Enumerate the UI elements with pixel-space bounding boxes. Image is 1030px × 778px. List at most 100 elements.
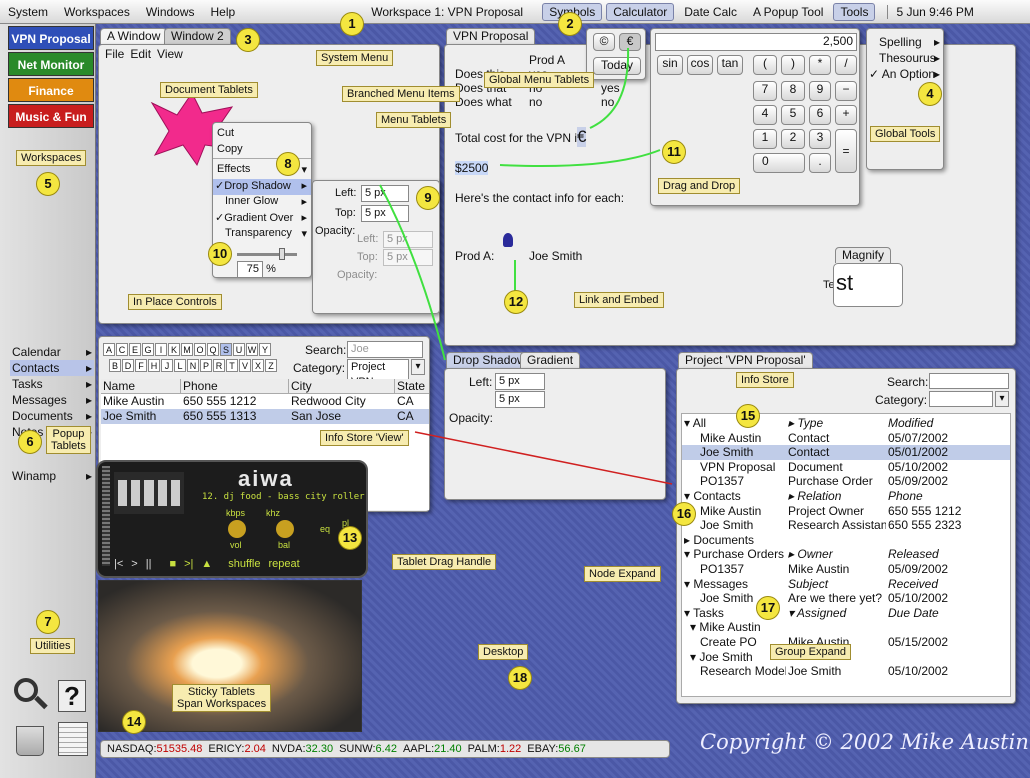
key-3[interactable]: 3 (809, 129, 831, 149)
workspace-net-monitor[interactable]: Net Monitor (8, 52, 94, 76)
menu-view[interactable]: View (157, 47, 183, 61)
tab-a-window[interactable]: A Window (100, 28, 168, 44)
menu-item-cut[interactable]: Cut (217, 127, 235, 139)
key-tan[interactable]: tan (717, 55, 743, 75)
magnifier-lens[interactable]: st (833, 263, 903, 307)
menu-edit[interactable]: Edit (130, 47, 152, 61)
menu-file[interactable]: File (105, 47, 125, 61)
notepad-icon[interactable] (58, 722, 88, 756)
balance-knob[interactable] (276, 520, 294, 538)
table-row[interactable]: Joe Smith 650 555 1313 San Jose CA (101, 409, 429, 424)
transparency-slider[interactable] (237, 248, 297, 260)
letter-a[interactable]: A (103, 343, 115, 356)
letter-u[interactable]: U (233, 343, 245, 356)
workspace-finance-vision[interactable]: Finance Vision (8, 78, 94, 122)
key-0[interactable]: 0 (753, 153, 805, 173)
menu-popup-tool[interactable]: A Popup Tool (752, 4, 824, 19)
trash-icon[interactable] (16, 726, 44, 756)
tab-project[interactable]: Project 'VPN Proposal' (678, 352, 813, 368)
volume-knob[interactable] (228, 520, 246, 538)
key-close-paren[interactable]: ) (781, 55, 805, 75)
menu-calculator[interactable]: Calculator (606, 2, 675, 21)
euro-symbol[interactable]: € (577, 127, 587, 147)
letter-t[interactable]: T (226, 359, 238, 372)
menu-help[interactable]: Help (210, 4, 236, 19)
next-button[interactable]: >| (184, 558, 194, 570)
pause-button[interactable]: || (145, 558, 152, 570)
tab-window-2[interactable]: Window 2 (164, 28, 231, 44)
menu-tools[interactable]: Tools (833, 2, 876, 21)
menu-item-drop-shadow[interactable]: ✓Drop Shadow▸ (213, 179, 311, 195)
tab-vpn-proposal[interactable]: VPN Proposal (446, 28, 536, 44)
letter-r[interactable]: R (213, 359, 225, 372)
project-category-select[interactable] (929, 391, 993, 407)
eject-button[interactable]: ▲ (201, 558, 213, 570)
letter-i[interactable]: I (155, 343, 167, 356)
tab-gradient[interactable]: Gradient (520, 352, 581, 368)
letter-q[interactable]: Q (207, 343, 219, 356)
key-sin[interactable]: sin (657, 55, 683, 75)
tab-drop-shadow[interactable]: Drop Shadow (446, 352, 533, 368)
letter-m[interactable]: M (181, 343, 193, 356)
amount-value[interactable]: $2500 (455, 161, 489, 175)
tool-an-option[interactable]: ✓ An Option▸ (869, 67, 940, 81)
tool-spelling[interactable]: Spelling▸ (867, 35, 943, 51)
prev-button[interactable]: |< (114, 558, 124, 570)
key-5[interactable]: 5 (781, 105, 805, 125)
top-field[interactable]: 5 px (361, 205, 409, 222)
letter-v[interactable]: V (239, 359, 251, 372)
menu-item-inner-glow[interactable]: Inner Glow▸ (213, 195, 311, 211)
tree-row[interactable]: ▸ Documents (682, 533, 1010, 548)
magnifier-icon[interactable] (14, 678, 48, 712)
menu-system[interactable]: System (8, 4, 49, 19)
play-button[interactable]: > (131, 558, 138, 570)
euro-button[interactable]: € (619, 33, 641, 51)
contact-link[interactable]: Joe Smith (529, 249, 583, 263)
column-phone[interactable]: Phone (181, 379, 289, 393)
tablet-drag-handle[interactable] (102, 466, 110, 566)
letter-g[interactable]: G (142, 343, 154, 356)
key-cos[interactable]: cos (687, 55, 713, 75)
letter-l[interactable]: L (174, 359, 186, 372)
menu-windows[interactable]: Windows (145, 4, 195, 19)
menu-item-transparency[interactable]: Transparency▾ (213, 227, 311, 243)
key-7[interactable]: 7 (753, 81, 777, 101)
copyright-button[interactable]: © (593, 33, 615, 51)
column-city[interactable]: City (289, 379, 395, 393)
ds-left-field[interactable]: 5 px (495, 373, 545, 390)
key-open-paren[interactable]: ( (753, 55, 777, 75)
letter-x[interactable]: X (252, 359, 264, 372)
sidebar-item-tasks[interactable]: Tasks (10, 376, 94, 392)
chevron-down-icon[interactable]: ▾ (411, 359, 425, 375)
sidebar-item-messages[interactable]: Messages (10, 392, 94, 408)
sidebar-item-winamp[interactable]: Winamp (10, 468, 94, 484)
tab-magnify[interactable]: Magnify (835, 247, 892, 263)
key-decimal[interactable]: . (809, 153, 831, 173)
pushpin-icon[interactable] (503, 233, 513, 247)
project-search-input[interactable] (929, 373, 1009, 389)
letter-y[interactable]: Y (259, 343, 271, 356)
slider-thumb[interactable] (279, 248, 285, 260)
sidebar-item-contacts[interactable]: Contacts (10, 360, 94, 376)
letter-n[interactable]: N (187, 359, 199, 372)
letter-b[interactable]: B (109, 359, 121, 372)
letter-p[interactable]: P (200, 359, 212, 372)
key-9[interactable]: 9 (809, 81, 831, 101)
tool-thesaurus[interactable]: Thesourus▸ (867, 51, 943, 67)
tree-row[interactable]: ▾ Joe Smith (682, 650, 1010, 665)
calculator-display[interactable]: 2,500 (655, 33, 857, 51)
letter-j[interactable]: J (161, 359, 173, 372)
tree-row[interactable]: ▾ Mike Austin (682, 620, 1010, 635)
repeat-button[interactable]: repeat (268, 558, 300, 570)
